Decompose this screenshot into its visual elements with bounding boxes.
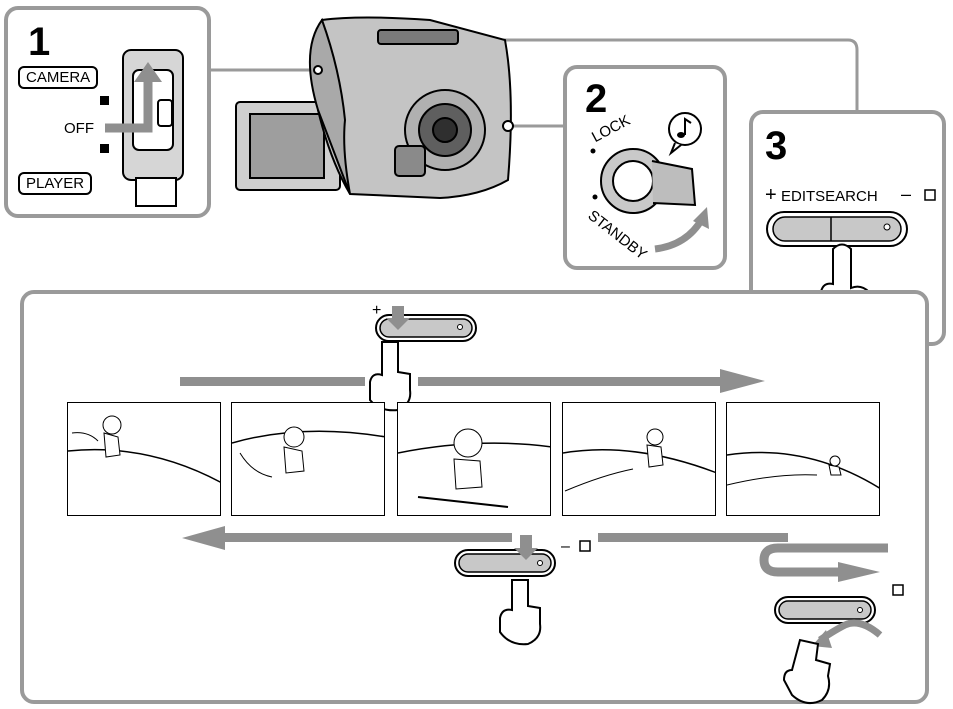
scene-frame-3 bbox=[397, 402, 551, 516]
step1-panel: 1 CAMERA OFF PLAYER bbox=[4, 6, 211, 218]
scene-frame-5 bbox=[726, 402, 880, 516]
editsearch-plus-label: + bbox=[765, 184, 777, 206]
editsearch-label: EDITSEARCH bbox=[781, 188, 878, 205]
seq-plus-label: + bbox=[372, 302, 381, 319]
rec-review-icon bbox=[924, 189, 936, 201]
scene-frame-4 bbox=[562, 402, 716, 516]
power-switch-icon[interactable] bbox=[8, 10, 208, 215]
off-label: OFF bbox=[64, 120, 94, 137]
step1-number: 1 bbox=[28, 20, 51, 64]
hand-pointer-icon bbox=[369, 341, 412, 412]
step3-number: 3 bbox=[765, 124, 788, 168]
editsearch-minus-label: – bbox=[901, 184, 912, 204]
seq-button-right bbox=[774, 596, 876, 624]
arrow-left-icon bbox=[182, 526, 225, 550]
rec-review-icon bbox=[892, 584, 904, 596]
step2-number: 2 bbox=[585, 77, 608, 121]
player-label: PLAYER bbox=[18, 172, 93, 195]
seq-button-bottom bbox=[454, 549, 556, 577]
step2-panel: 2 LOCK STANDBY bbox=[563, 65, 727, 270]
editsearch-button-icon[interactable] bbox=[753, 114, 943, 344]
seq-minus-label: – bbox=[561, 538, 570, 555]
arrow-right-icon bbox=[720, 369, 765, 393]
camera-label: CAMERA bbox=[18, 66, 99, 89]
scene-frame-1 bbox=[67, 402, 221, 516]
hand-pointer-icon bbox=[782, 638, 832, 705]
power-dial-icon[interactable] bbox=[567, 69, 727, 269]
scene-frame-2 bbox=[231, 402, 385, 516]
hand-pointer-icon bbox=[499, 579, 542, 646]
music-note-icon bbox=[668, 112, 702, 157]
rec-review-icon bbox=[579, 540, 591, 552]
